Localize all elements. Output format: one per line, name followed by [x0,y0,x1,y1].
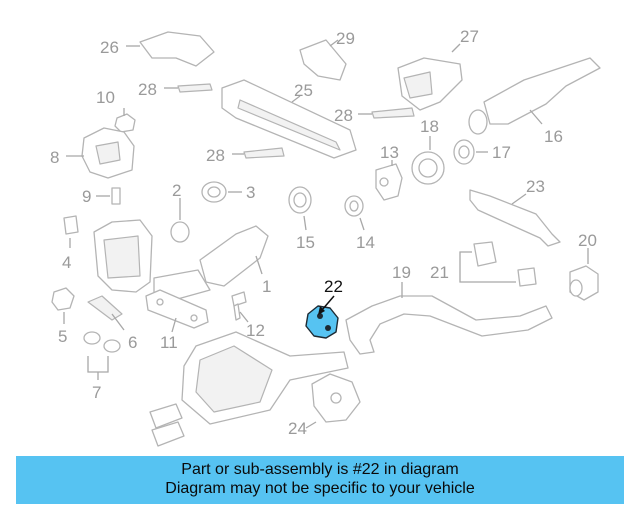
part-17-drawing[interactable] [453,139,488,165]
callout-13: 13 [380,143,399,162]
callout-7: 7 [92,383,101,402]
part-24-drawing[interactable] [305,373,361,429]
part-19-drawing[interactable] [345,282,553,355]
callout-22: 22 [324,277,343,296]
callout-28-lower: 28 [206,146,225,165]
part-11-drawing[interactable] [145,289,209,333]
part-10-drawing[interactable] [114,108,136,133]
callout-8: 8 [50,148,59,167]
callout-2: 2 [172,181,181,200]
part-20-drawing[interactable] [569,248,599,301]
banner-line-1: Part or sub-assembly is #22 in diagram [181,461,459,478]
part-9-drawing[interactable] [96,187,121,205]
part-29-drawing[interactable] [299,39,347,81]
part-4-drawing[interactable] [63,215,79,248]
callout-28-middle: 28 [334,106,353,125]
banner-line-2: Diagram may not be specific to your vehi… [165,480,475,497]
callout-17: 17 [492,143,511,162]
part-28c-drawing[interactable] [232,147,285,159]
part-16-drawing[interactable] [468,57,601,135]
part-21-drawing[interactable] [459,241,537,287]
part-28b-drawing[interactable] [358,107,415,119]
callout-3: 3 [246,183,255,202]
callout-27: 27 [460,27,479,46]
part-18-drawing[interactable] [411,136,445,185]
callout-28-top: 28 [138,80,157,99]
part-25-drawing[interactable] [221,79,357,159]
callout-16: 16 [544,127,563,146]
part-8-drawing[interactable] [66,127,135,179]
callout-18: 18 [420,117,439,136]
part-7-drawing[interactable] [83,331,121,380]
part-15-drawing[interactable] [288,186,312,231]
callout-15: 15 [296,233,315,252]
callout-11: 11 [160,333,178,352]
part-28a-drawing[interactable] [164,83,213,93]
muffler-drawing[interactable] [149,331,349,447]
callout-20: 20 [578,231,597,250]
part-14-drawing[interactable] [344,195,365,231]
part-1-drawing[interactable] [93,219,269,301]
part-12-drawing[interactable] [231,291,249,323]
part-2-drawing[interactable] [170,198,190,243]
callout-4: 4 [62,253,71,272]
callout-12: 12 [246,321,265,340]
callout-1: 1 [262,277,271,296]
callout-5: 5 [58,327,67,346]
callout-23: 23 [526,177,545,196]
info-banner: Part or sub-assembly is #22 in diagram D… [16,456,624,504]
part-27-drawing[interactable] [397,43,463,111]
exhaust-parts-diagram: 1 2 3 4 5 6 7 8 9 10 11 12 13 14 15 16 1… [50,27,601,447]
callout-10: 10 [96,88,115,107]
part-22-highlight[interactable] [305,295,339,339]
callout-14: 14 [356,233,375,252]
callout-9: 9 [82,187,91,206]
part-3-drawing[interactable] [201,181,242,203]
callout-19: 19 [392,263,411,282]
callout-26: 26 [100,38,119,57]
part-23-drawing[interactable] [469,189,561,247]
callout-6: 6 [128,333,137,352]
part-13-drawing[interactable] [375,160,403,201]
part-6-drawing[interactable] [87,295,125,331]
callout-29: 29 [336,29,355,48]
part-5-drawing[interactable] [51,287,75,324]
callout-21: 21 [430,263,449,282]
callout-25: 25 [294,81,313,100]
callout-24: 24 [288,419,307,438]
part-26-drawing[interactable] [126,31,215,67]
